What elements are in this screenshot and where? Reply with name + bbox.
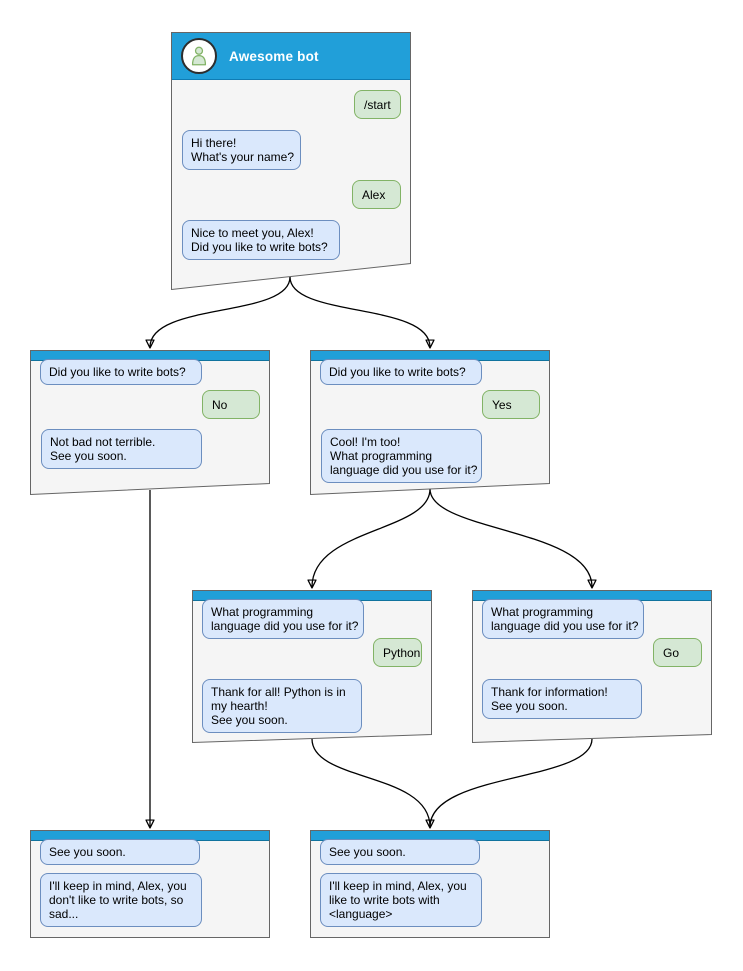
node-branch-python[interactable]: What programming language did you use fo… — [192, 590, 432, 743]
edge-go-to-end — [429, 738, 593, 828]
edge-yes-to-go — [429, 488, 592, 587]
user-message-bubble[interactable]: Yes — [482, 390, 540, 419]
bot-message-bubble[interactable]: I'll keep in mind, Alex, you like to wri… — [320, 873, 482, 927]
bot-window-titlebar: Awesome bot — [172, 33, 410, 80]
bot-message-bubble[interactable]: See you soon. — [40, 839, 200, 865]
bot-message-bubble[interactable]: I'll keep in mind, Alex, you don't like … — [40, 873, 202, 927]
bot-message-bubble[interactable]: Did you like to write bots? — [320, 359, 482, 385]
bot-message-bubble[interactable]: What programming language did you use fo… — [482, 599, 644, 639]
node-end-yes[interactable]: See you soon. I'll keep in mind, Alex, y… — [310, 830, 550, 938]
node-awesome-bot[interactable]: Awesome bot /start Hi there! What's your… — [171, 32, 411, 290]
bot-message-bubble[interactable]: Thank for information! See you soon. — [482, 679, 642, 719]
bot-message-bubble[interactable]: Hi there! What's your name? — [182, 130, 301, 170]
bot-message-bubble[interactable]: Thank for all! Python is in my hearth! S… — [202, 679, 362, 733]
bot-avatar — [181, 38, 217, 74]
person-icon — [191, 46, 207, 66]
user-message-bubble[interactable]: No — [202, 390, 260, 419]
bot-message-bubble[interactable]: Not bad not terrible. See you soon. — [41, 429, 202, 469]
edge-main-to-yes — [289, 276, 430, 347]
edge-yes-to-python — [312, 488, 431, 587]
user-message-bubble[interactable]: Python — [373, 638, 422, 667]
user-message-bubble[interactable]: Alex — [352, 180, 401, 209]
node-branch-go[interactable]: What programming language did you use fo… — [472, 590, 712, 743]
bot-window-title: Awesome bot — [229, 48, 319, 64]
edge-main-to-no — [150, 276, 291, 347]
node-branch-yes[interactable]: Did you like to write bots? Yes Cool! I'… — [310, 350, 550, 495]
bot-message-bubble[interactable]: See you soon. — [320, 839, 480, 865]
edge-python-to-end — [311, 738, 430, 827]
bot-message-bubble[interactable]: Did you like to write bots? — [40, 359, 202, 385]
bot-message-bubble[interactable]: What programming language did you use fo… — [202, 599, 364, 639]
bot-message-bubble[interactable]: Cool! I'm too! What programming language… — [321, 429, 482, 483]
node-branch-no[interactable]: Did you like to write bots? No Not bad n… — [30, 350, 270, 495]
user-message-bubble[interactable]: Go — [653, 638, 702, 667]
bot-message-bubble[interactable]: Nice to meet you, Alex! Did you like to … — [182, 220, 340, 260]
node-end-no[interactable]: See you soon. I'll keep in mind, Alex, y… — [30, 830, 270, 938]
user-message-bubble[interactable]: /start — [354, 90, 401, 119]
